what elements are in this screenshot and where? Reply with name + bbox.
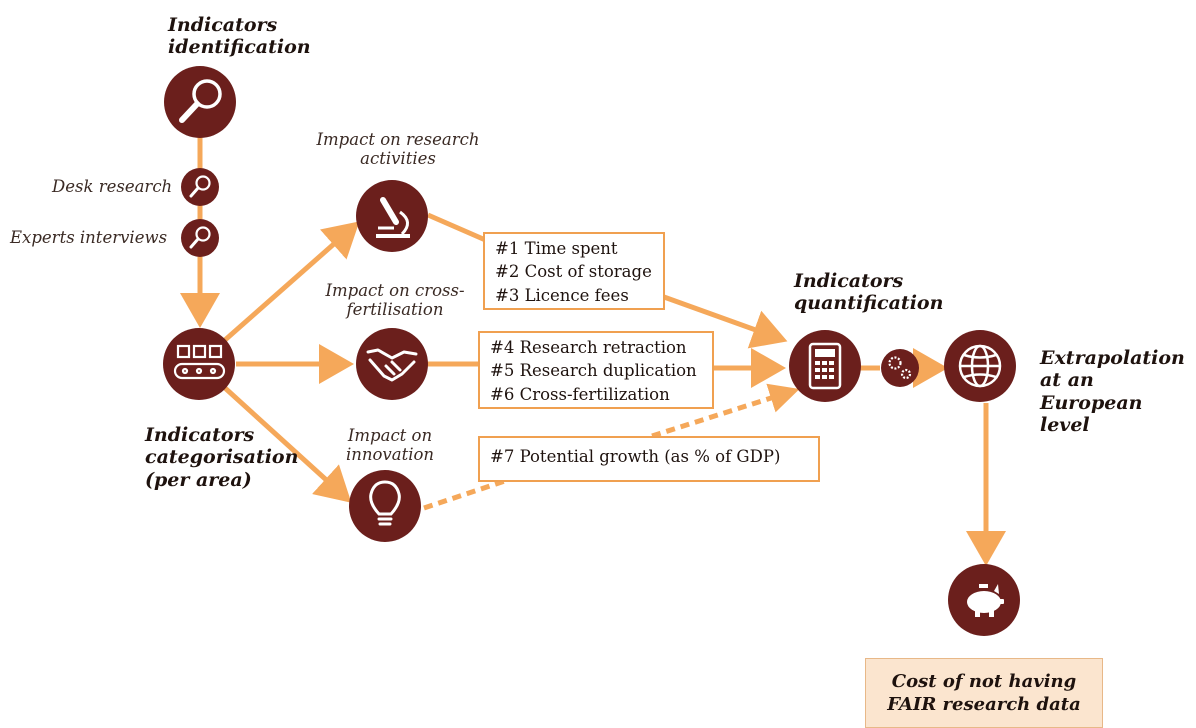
magnifier-node bbox=[164, 66, 236, 138]
categorisation-node bbox=[163, 328, 235, 400]
indicator-2: #2 Cost of storage bbox=[495, 262, 652, 282]
indicator-box-cross: #4 Research retraction #5 Research dupli… bbox=[478, 331, 714, 409]
lightbulb-node bbox=[349, 470, 421, 542]
quantification-heading: Indicators quantification bbox=[794, 270, 944, 315]
indicator-6: #6 Cross-fertilization bbox=[490, 384, 670, 404]
identification-heading: Indicators identification bbox=[168, 14, 311, 59]
small-magnifier-icon bbox=[189, 175, 211, 198]
dashed-bulb-to-box bbox=[423, 477, 509, 511]
handshake-node bbox=[356, 328, 428, 400]
piggy-bank-icon bbox=[967, 584, 1004, 617]
indicator-box-research: #1 Time spent #2 Cost of storage #3 Lice… bbox=[483, 232, 665, 310]
magnifier-icon bbox=[179, 79, 222, 123]
indicator-box-innovation: #7 Potential growth (as % of GDP) bbox=[478, 436, 820, 482]
handshake-icon bbox=[366, 348, 418, 382]
cost-result-box: Cost of not having FAIR research data bbox=[865, 658, 1103, 728]
extrapolation-heading: Extrapolation at an European level bbox=[1040, 347, 1185, 437]
globe-node bbox=[944, 330, 1016, 402]
conveyor-icon bbox=[173, 344, 226, 380]
small-magnifier-icon bbox=[189, 226, 211, 249]
innovation-label: Impact on innovation bbox=[345, 426, 435, 465]
categorisation-heading: Indicators categorisation (per area) bbox=[145, 424, 299, 491]
arrow-to-research-activities bbox=[223, 221, 360, 342]
dashed-connectors bbox=[423, 383, 800, 511]
cross-fertilisation-label: Impact on cross- fertilisation bbox=[325, 281, 465, 320]
research-activities-label: Impact on research activities bbox=[316, 130, 480, 169]
microscope-icon bbox=[376, 197, 410, 238]
indicator-4: #4 Research retraction bbox=[490, 338, 687, 357]
dashed-box-to-quantification bbox=[651, 383, 800, 439]
arrow-group1-to-quantification bbox=[663, 294, 788, 349]
calculator-node bbox=[789, 330, 861, 402]
gears-node bbox=[881, 349, 919, 387]
lightbulb-icon bbox=[369, 480, 401, 526]
desk-research-label: Desk research bbox=[52, 177, 173, 196]
connector-research-box bbox=[427, 212, 491, 245]
experts-interviews-label: Experts interviews bbox=[10, 228, 168, 247]
desk-research-node bbox=[181, 168, 219, 206]
calculator-icon bbox=[808, 342, 842, 390]
indicator-1: #1 Time spent bbox=[495, 239, 618, 258]
connectors bbox=[180, 132, 1006, 566]
indicator-5: #5 Research duplication bbox=[490, 361, 697, 381]
cost-result-label: Cost of not having FAIR research data bbox=[887, 671, 1081, 715]
experts-interviews-node bbox=[181, 219, 219, 257]
indicator-7: #7 Potential growth (as % of GDP) bbox=[490, 447, 781, 466]
gears-icon bbox=[888, 356, 912, 380]
piggy-bank-node bbox=[948, 564, 1020, 636]
arrow-to-innovation bbox=[223, 386, 352, 503]
globe-icon bbox=[958, 344, 1002, 388]
microscope-node bbox=[356, 180, 428, 252]
indicator-3: #3 Licence fees bbox=[495, 285, 629, 305]
